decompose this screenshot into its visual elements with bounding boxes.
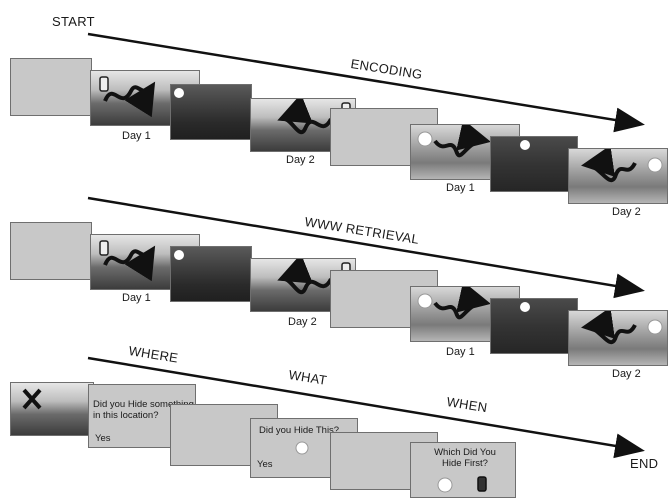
- curved-arrow-icon: [433, 287, 491, 320]
- white-ball-icon: [417, 293, 433, 309]
- where-scene: [10, 382, 94, 436]
- white-ball-icon: [174, 88, 184, 98]
- retrieval-arrow: [87, 196, 645, 299]
- start-label: START: [52, 14, 95, 29]
- day-label: Day 1: [446, 182, 475, 194]
- when-question-text: Which Did You Hide First?: [434, 447, 496, 469]
- white-ball-icon: [437, 477, 453, 493]
- what-question-text: Did you Hide This?: [259, 425, 340, 436]
- where-question-text: Did you Hide something in this location?: [93, 399, 194, 421]
- white-ball-icon: [417, 131, 433, 147]
- curved-arrow-icon: [581, 311, 637, 344]
- coast-scene-dark: [170, 246, 252, 302]
- town-scene-dark: [490, 136, 578, 192]
- day-label: Day 2: [612, 206, 641, 218]
- tube-object-icon: [99, 240, 109, 256]
- curved-arrow-icon: [277, 99, 333, 134]
- day-label: Day 2: [288, 316, 317, 328]
- end-label: END: [630, 456, 659, 471]
- white-ball-icon: [647, 319, 663, 335]
- coast-scene-dark: [170, 84, 252, 140]
- curved-arrow-icon: [103, 81, 156, 118]
- day-label: Day 1: [122, 292, 151, 304]
- yes-label: Yes: [95, 433, 111, 444]
- test-arrow: [87, 356, 645, 459]
- curved-arrow-icon: [277, 259, 333, 294]
- tube-object-icon: [99, 76, 109, 92]
- curved-arrow-icon: [433, 125, 491, 158]
- town-scene-dark: [490, 298, 578, 354]
- blank-screen: [10, 58, 92, 116]
- curved-arrow-icon: [581, 149, 637, 182]
- day-label: Day 1: [122, 130, 151, 142]
- white-ball-icon: [647, 157, 663, 173]
- white-ball-icon: [520, 302, 530, 312]
- white-ball-icon: [174, 250, 184, 260]
- x-icon: [22, 388, 42, 410]
- town-scene-day2: [568, 310, 668, 366]
- white-ball-icon: [520, 140, 530, 150]
- encoding-arrow: [87, 32, 645, 133]
- tube-object-icon: [477, 476, 487, 492]
- blank-screen: [10, 222, 92, 280]
- day-label: Day 1: [446, 346, 475, 358]
- yes-label: Yes: [257, 459, 273, 470]
- day-label: Day 2: [612, 368, 641, 380]
- town-scene-day2: [568, 148, 668, 204]
- white-ball-icon: [295, 441, 309, 455]
- day-label: Day 2: [286, 154, 315, 166]
- when-question-screen: Which Did You Hide First?: [410, 442, 516, 498]
- curved-arrow-icon: [103, 245, 156, 282]
